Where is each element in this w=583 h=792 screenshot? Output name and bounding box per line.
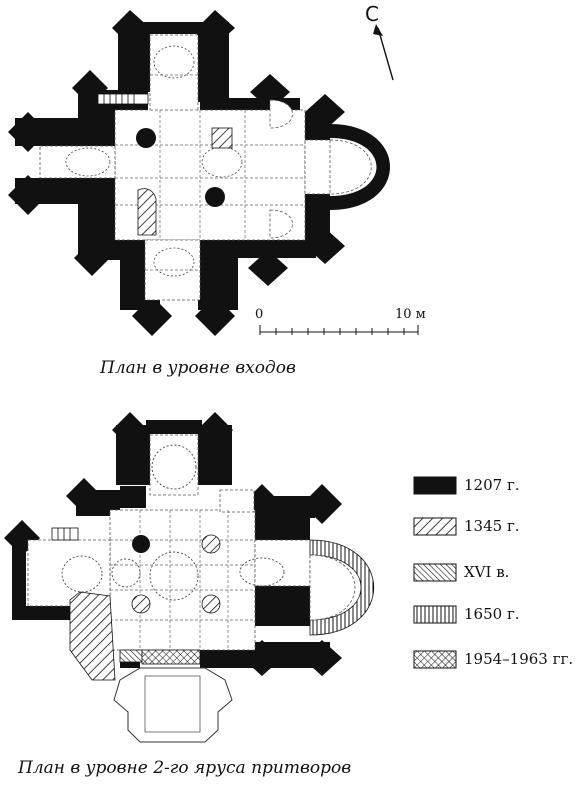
pillar — [131, 594, 151, 614]
legend-label-1954: 1954–1963 гг. — [464, 650, 574, 668]
scale-end-label: 10 м — [395, 307, 426, 322]
north-arrow-icon — [373, 24, 394, 81]
plan-second-tier — [4, 412, 374, 743]
legend-label-xvi: XVI в. — [464, 563, 510, 581]
legend-swatch-1650 — [413, 605, 457, 624]
buttress — [248, 250, 288, 286]
legend-label-1650: 1650 г. — [464, 605, 520, 623]
pillar — [201, 594, 221, 614]
pillar — [136, 128, 156, 148]
pillar — [201, 534, 221, 554]
legend-swatch-1954 — [413, 650, 457, 669]
legend-label-1345: 1345 г. — [464, 517, 520, 535]
plan-entrance-level — [8, 10, 390, 336]
legend — [413, 476, 457, 669]
caption-entrance-level: План в уровне входов — [100, 358, 296, 378]
legend-swatch-1207 — [413, 476, 457, 495]
pillar — [205, 187, 225, 207]
pillar — [132, 535, 150, 553]
legend-label-1207: 1207 г. — [464, 476, 520, 494]
caption-second-tier: План в уровне 2-го яруса притворов — [18, 758, 352, 778]
scale-bar — [259, 325, 419, 335]
scale-start-label: 0 — [255, 307, 264, 322]
north-label: С — [365, 2, 379, 26]
legend-swatch-1345 — [413, 517, 457, 536]
legend-swatch-xvi — [413, 563, 457, 582]
